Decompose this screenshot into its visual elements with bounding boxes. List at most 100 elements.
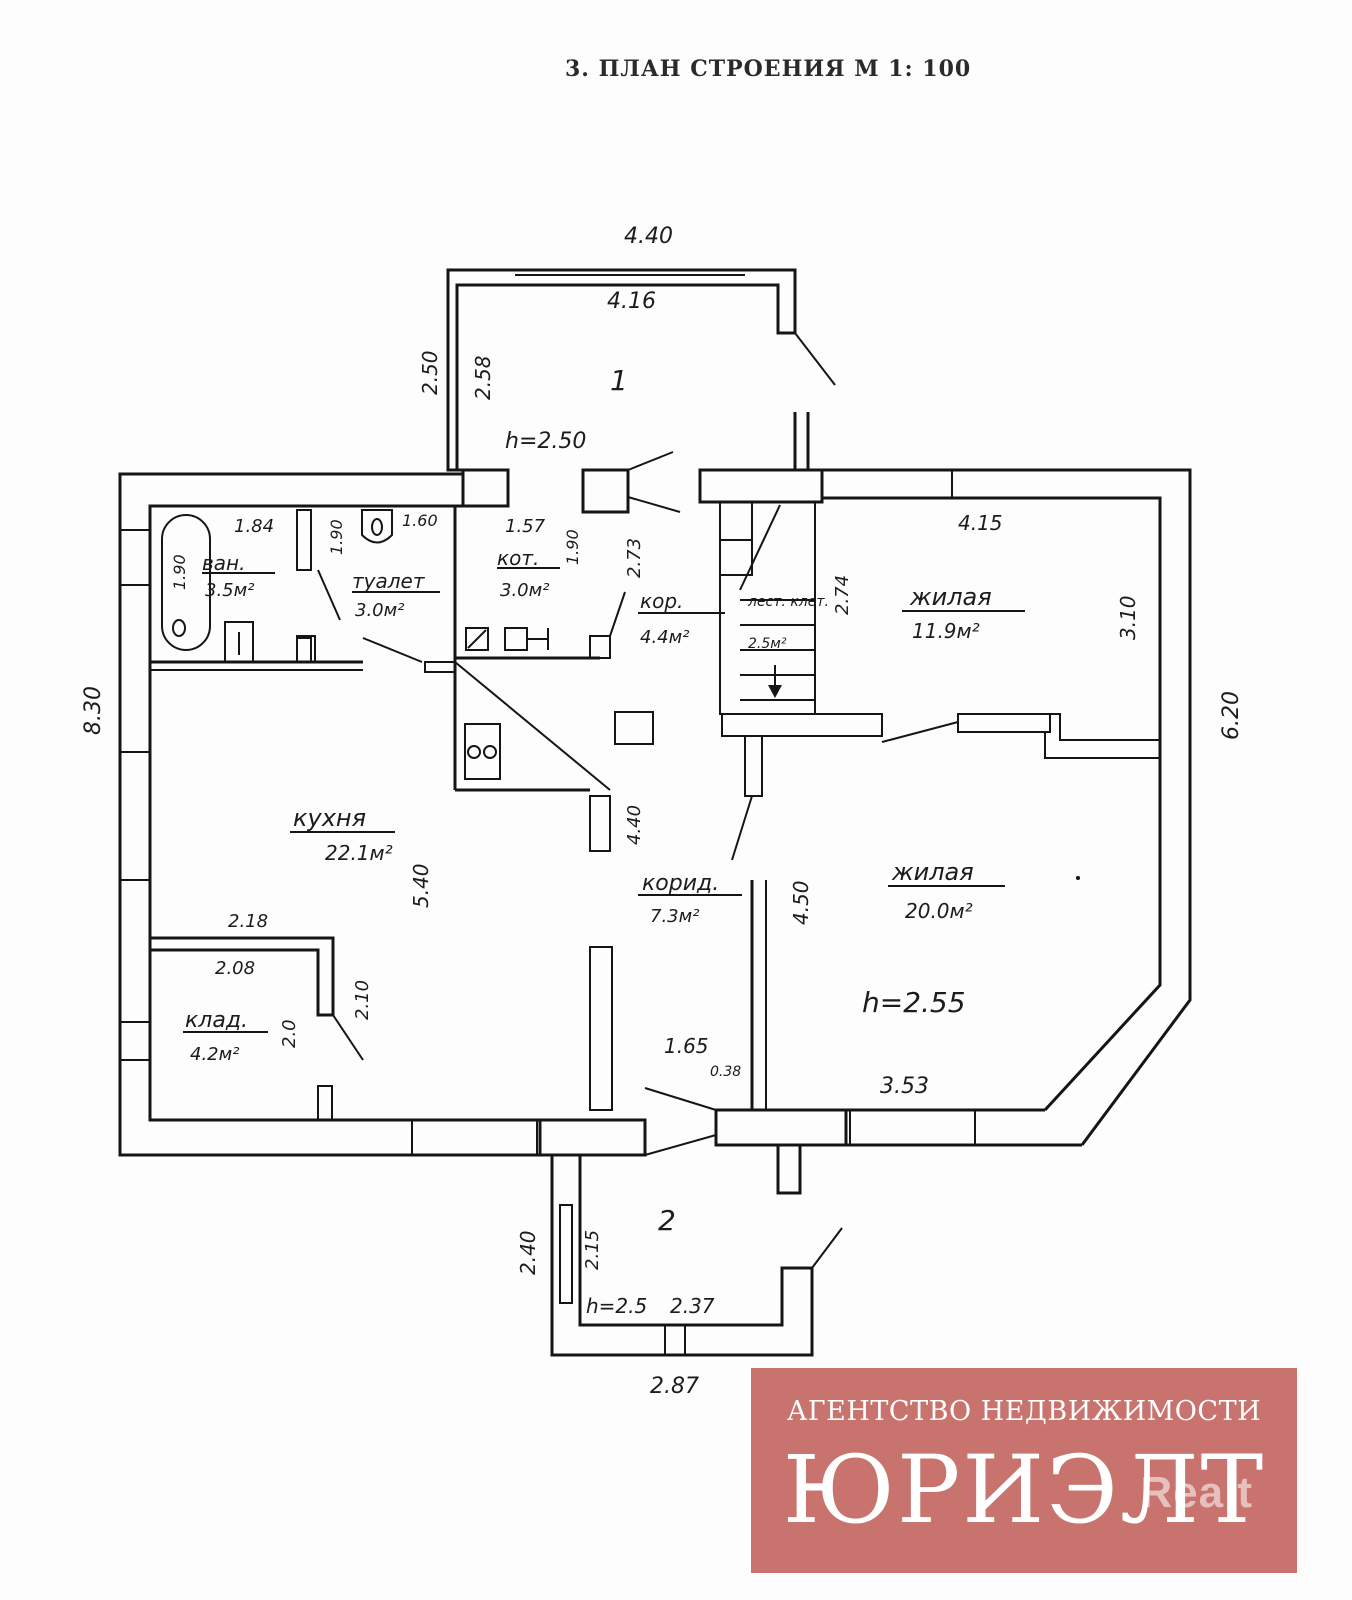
corridor-block [614,711,654,745]
room-1-label: 1 [610,364,628,397]
dim-2-08: 2.08 [215,958,255,979]
plan-title: 3. ПЛАН СТРОЕНИЯ М 1: 100 [565,56,972,82]
dim-2-87: 2.87 [650,1374,699,1399]
dim-3-53: 3.53 [880,1074,929,1099]
dim-1-90-toilet: 1.90 [327,519,346,555]
door-vestibule-2 [811,1227,843,1269]
height-living: h=2.55 [862,986,966,1019]
door-toilet [317,569,341,621]
room-2-label: 2 [658,1204,676,1237]
corridor-name: корид. [642,871,719,896]
outer-walls [118,268,1192,1357]
dim-4-40-mid: 4.40 [624,805,645,845]
height-vestibule-1: h=2.50 [505,429,586,454]
toilet-cistern-icon [296,635,316,663]
door-entry-a [644,1087,717,1111]
dim-2-50-left: 2.50 [418,350,442,395]
stair-arrow-head-icon [768,685,782,698]
window-vestibule-2-bottom [664,1324,686,1356]
window-left-2 [119,751,151,881]
living-partition-b [744,735,763,797]
bath-toilet-partition-b [296,637,312,663]
bathroom-name: ван. [202,551,245,575]
dim-5-40: 5.40 [409,863,433,908]
door-bath [362,637,423,663]
dim-2-15: 2.15 [582,1230,603,1270]
window-bottom-right [849,1109,976,1146]
agency-watermark: АГЕНТСТВО НЕДВИЖИМОСТИ ЮРИЭЛТ Realt [751,1368,1297,1573]
door-boiler-b [627,496,681,513]
vestibule-1-inner [455,268,797,470]
door-entry-b [644,1134,717,1156]
bath-toilet-partition [296,509,312,571]
storage-stub [317,1085,333,1121]
boiler-mark-icon [467,629,487,649]
dim-4-50: 4.50 [789,880,813,925]
window-vestibule-2-left [559,1204,573,1304]
corridor-stub [589,795,611,852]
toilet-icon [361,509,393,544]
storage-name: клад. [185,1008,248,1033]
door-living-small [881,721,959,743]
wall-block-a [461,468,510,508]
dim-1-90-bath: 1.90 [170,554,189,590]
burner-2-icon [483,745,497,759]
door-storage [332,1014,364,1061]
vestibule-2-wall [550,1155,814,1357]
living-small-area: 11.9м² [912,619,980,643]
partitions [150,501,1161,1121]
bathtub-drain-icon [172,619,186,637]
kitchen-area: 22.1м² [325,841,393,865]
corridor-area: 7.3м² [650,906,699,927]
burner-1-icon [467,745,481,759]
kitchen-wall-stub [424,661,456,673]
living-partition-c [957,713,1051,733]
dim-3-10: 3.10 [1116,595,1140,640]
window-bottom-left [411,1119,538,1156]
storage-wall [150,936,335,1017]
fixtures [161,509,1080,880]
toilet-name: туалет [352,569,426,593]
bathtub-icon [161,514,211,651]
bathroom-area: 3.5м² [205,580,254,601]
boiler-name: кот. [497,546,539,570]
stair-diagonal [739,504,781,591]
dim-0-38: 0.38 [710,1064,741,1080]
realt-logo: Realt [1140,1468,1253,1517]
doors [317,332,959,1269]
pantry-diagonal [454,661,611,791]
staircase-area: 2.5м² [748,636,787,652]
right-top-wall [822,468,1192,1146]
living-partition-d [1044,713,1161,759]
boiler-corner [589,635,611,659]
storage-area: 4.2м² [190,1044,239,1065]
dim-2-73: 2.73 [624,538,645,578]
dim-2-58: 2.58 [471,355,495,400]
dim-2-74: 2.74 [832,575,853,615]
living-partition-a [721,713,883,737]
dim-8-30: 8.30 [81,686,106,735]
dim-4-16: 4.16 [607,289,656,314]
entry-pier-right [714,1108,848,1147]
window-left-1 [119,529,151,586]
entry-pier-left [538,1118,647,1157]
living-large-name: жилая [891,858,974,886]
kitchen-name: кухня [293,804,366,832]
door-vestibule-1 [794,332,836,386]
dim-1-90-boiler: 1.90 [563,529,582,565]
dim-1-84: 1.84 [234,516,274,537]
living-large-area: 20.0м² [905,899,973,923]
radiator-icon [504,627,528,651]
dimension-labels: 4.40 4.16 2.50 2.58 h=2.50 1.84 1.90 1.9… [81,224,1244,1399]
height-vestibule-2: h=2.5 [586,1294,647,1318]
dim-4-40-top: 4.40 [624,224,673,249]
window-left-3 [119,1021,151,1061]
stove-icon [464,723,501,780]
dim-2-37: 2.37 [670,1294,715,1318]
toilet-bowl-icon [371,518,383,536]
stair-step-2 [720,540,753,576]
dim-4-15: 4.15 [958,511,1003,535]
staircase-label: лест. клет. [747,594,829,610]
